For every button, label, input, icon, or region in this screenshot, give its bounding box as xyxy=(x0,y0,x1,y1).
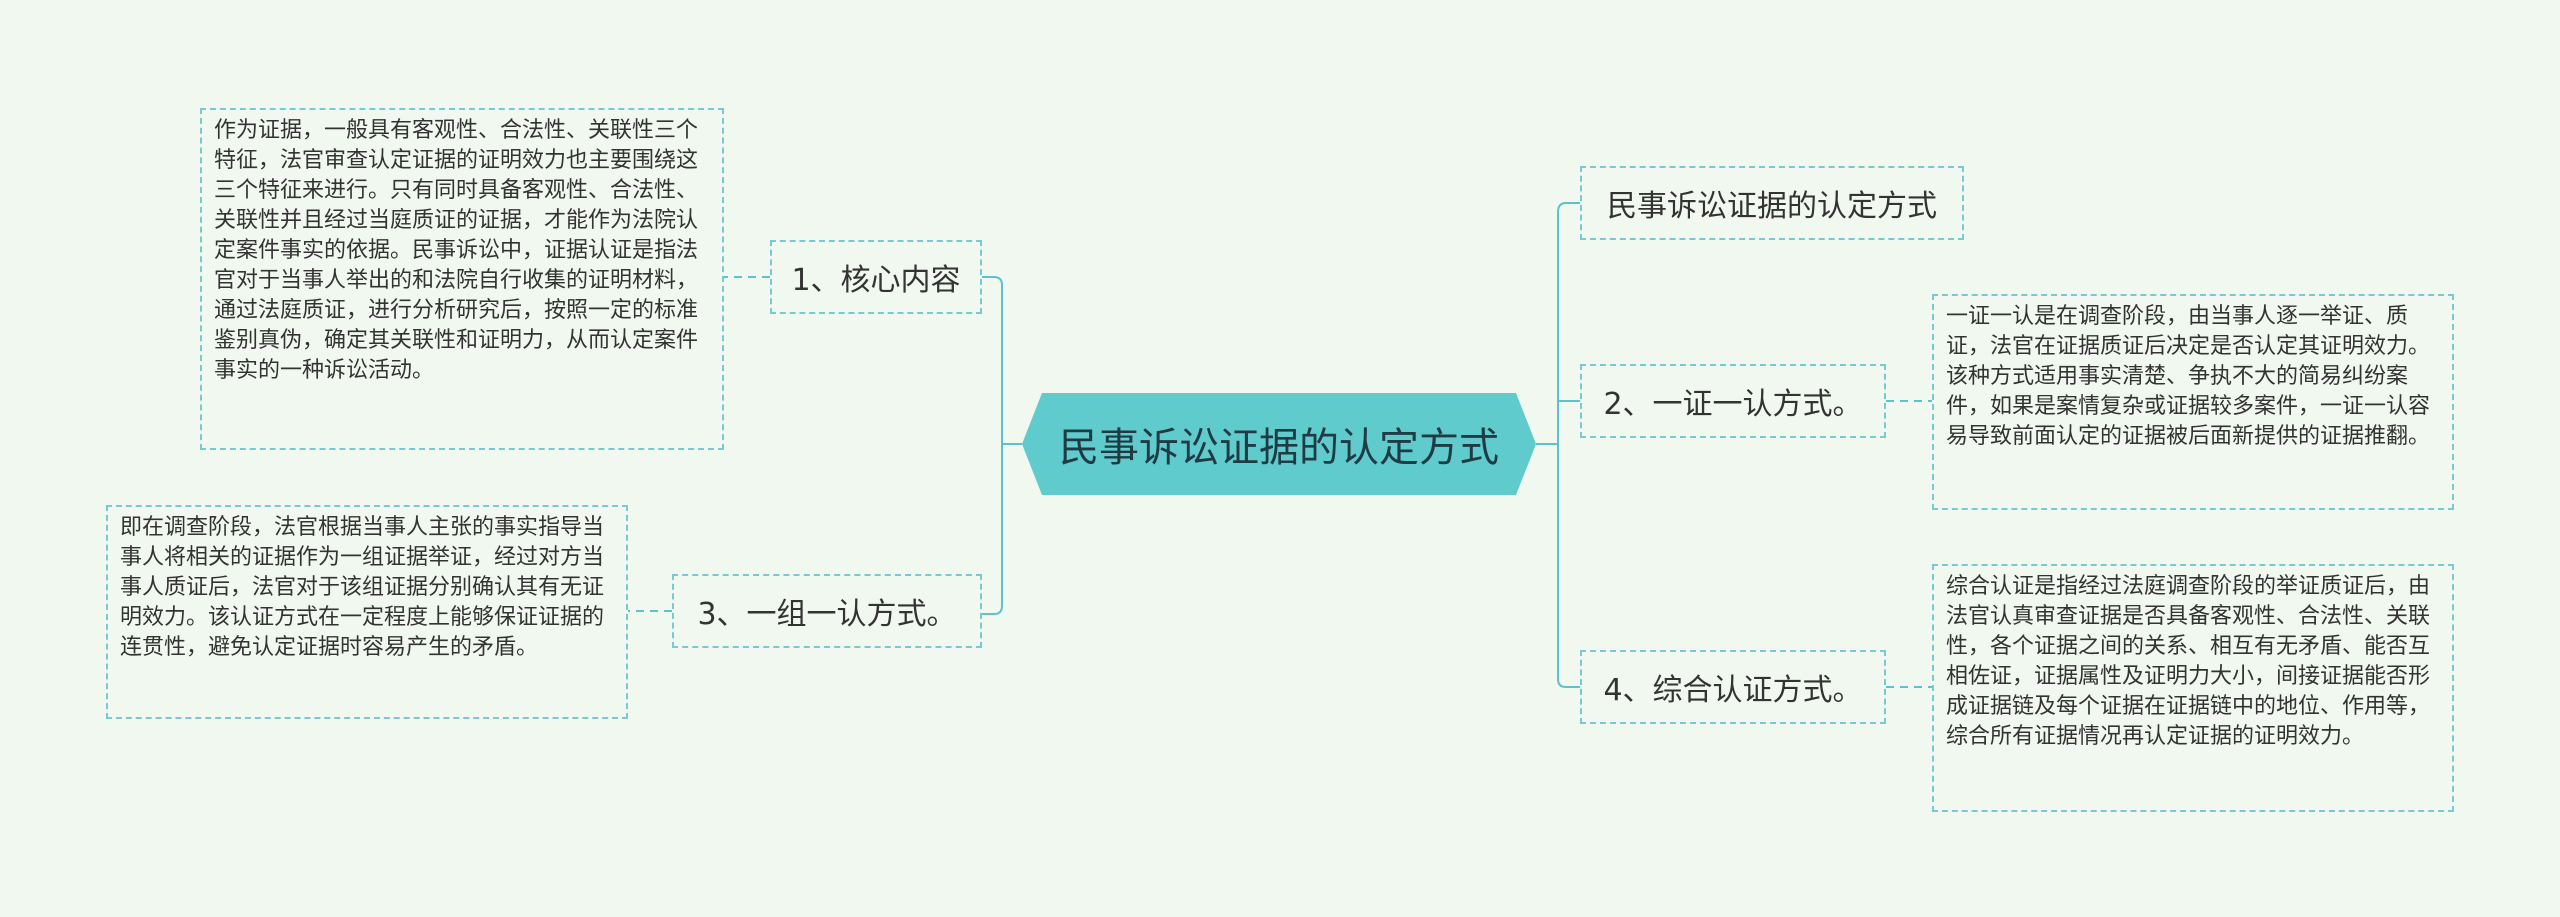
detail-core-content[interactable]: 作为证据，一般具有客观性、合法性、关联性三个特征，法官审查认定证据的证明效力也主… xyxy=(200,108,724,450)
branch-title-topic[interactable]: 民事诉讼证据的认定方式 xyxy=(1580,166,1964,240)
branch-comprehensive-confirmation[interactable]: 4、综合认证方式。 xyxy=(1580,650,1886,724)
detail-single-confirmation[interactable]: 一证一认是在调查阶段，由当事人逐一举证、质证，法官在证据质证后决定是否认定其证明… xyxy=(1932,294,2454,510)
connector-left-trunk xyxy=(982,276,1003,615)
branch-title-topic-label: 民事诉讼证据的认定方式 xyxy=(1607,189,1937,224)
detail-group-confirmation[interactable]: 即在调查阶段，法官根据当事人主张的事实指导当事人将相关的证据作为一组证据举证，经… xyxy=(106,505,628,719)
detail-group-confirmation-text: 即在调查阶段，法官根据当事人主张的事实指导当事人将相关的证据作为一组证据举证，经… xyxy=(120,515,605,660)
branch-comprehensive-confirmation-label: 4、综合认证方式。 xyxy=(1603,673,1863,708)
branch-single-confirmation[interactable]: 2、一证一认方式。 xyxy=(1580,364,1886,438)
connector-right-trunk xyxy=(1557,202,1580,688)
detail-single-confirmation-text: 一证一认是在调查阶段，由当事人逐一举证、质证，法官在证据质证后决定是否认定其证明… xyxy=(1946,304,2431,449)
root-node[interactable]: 民事诉讼证据的认定方式 xyxy=(1022,393,1536,495)
branch-group-confirmation[interactable]: 3、一组一认方式。 xyxy=(672,574,982,648)
detail-core-content-text: 作为证据，一般具有客观性、合法性、关联性三个特征，法官审查认定证据的证明效力也主… xyxy=(214,118,699,383)
branch-group-confirmation-label: 3、一组一认方式。 xyxy=(697,597,957,632)
detail-comprehensive-confirmation-text: 综合认证是指经过法庭调查阶段的举证质证后，由法官认真审查证据是否具备客观性、合法… xyxy=(1946,574,2431,749)
root-hexagon-shape xyxy=(1022,393,1536,495)
branch-core-content-label: 1、核心内容 xyxy=(791,263,961,298)
root-label: 民事诉讼证据的认定方式 xyxy=(1059,425,1499,471)
branch-core-content[interactable]: 1、核心内容 xyxy=(770,240,982,314)
branch-single-confirmation-label: 2、一证一认方式。 xyxy=(1603,387,1863,422)
detail-comprehensive-confirmation[interactable]: 综合认证是指经过法庭调查阶段的举证质证后，由法官认真审查证据是否具备客观性、合法… xyxy=(1932,564,2454,812)
